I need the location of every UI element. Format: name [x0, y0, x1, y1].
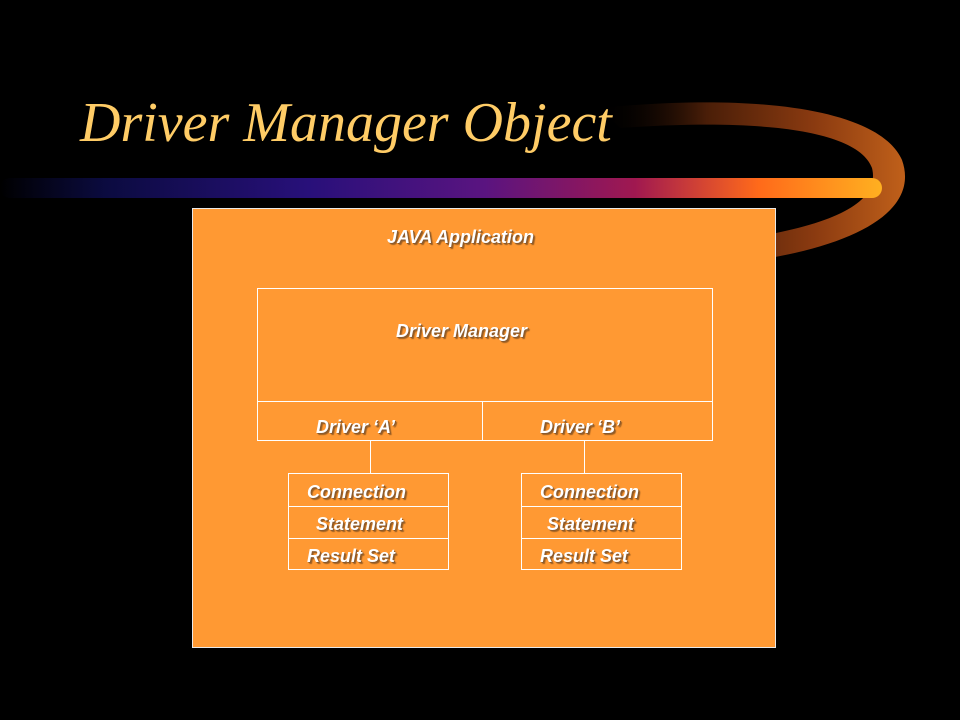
stack-divider	[522, 538, 681, 539]
stack-divider	[522, 506, 681, 507]
result-set-label-b: Result Set	[540, 546, 629, 566]
connection-label-b: Connection	[540, 482, 639, 502]
statement-label-a: Statement	[316, 514, 404, 534]
swoosh-bar	[0, 178, 882, 198]
slide-title: Driver Manager Object	[80, 92, 612, 154]
connector-line-b	[584, 441, 585, 473]
swoosh-arc	[600, 102, 906, 258]
stack-divider	[289, 506, 448, 507]
result-set-label-a: Result Set	[307, 546, 396, 566]
driver-manager-label: Driver Manager	[396, 321, 528, 341]
connection-stack-a: Connection Statement Result Set	[288, 473, 449, 570]
stack-divider	[289, 538, 448, 539]
driver-manager-divider	[258, 401, 712, 402]
statement-label-b: Statement	[547, 514, 635, 534]
java-application-box: JAVA Application Driver Manager Driver ‘…	[192, 208, 776, 648]
connector-line-a	[370, 441, 371, 473]
connection-label-a: Connection	[307, 482, 406, 502]
java-application-label: JAVA Application	[387, 227, 535, 247]
connection-stack-b: Connection Statement Result Set	[521, 473, 682, 570]
driver-manager-box: Driver Manager Driver ‘A’ Driver ‘B’	[257, 288, 713, 441]
driver-split-divider	[482, 401, 483, 440]
driver-b-label: Driver ‘B’	[540, 417, 621, 437]
driver-a-label: Driver ‘A’	[316, 417, 396, 437]
